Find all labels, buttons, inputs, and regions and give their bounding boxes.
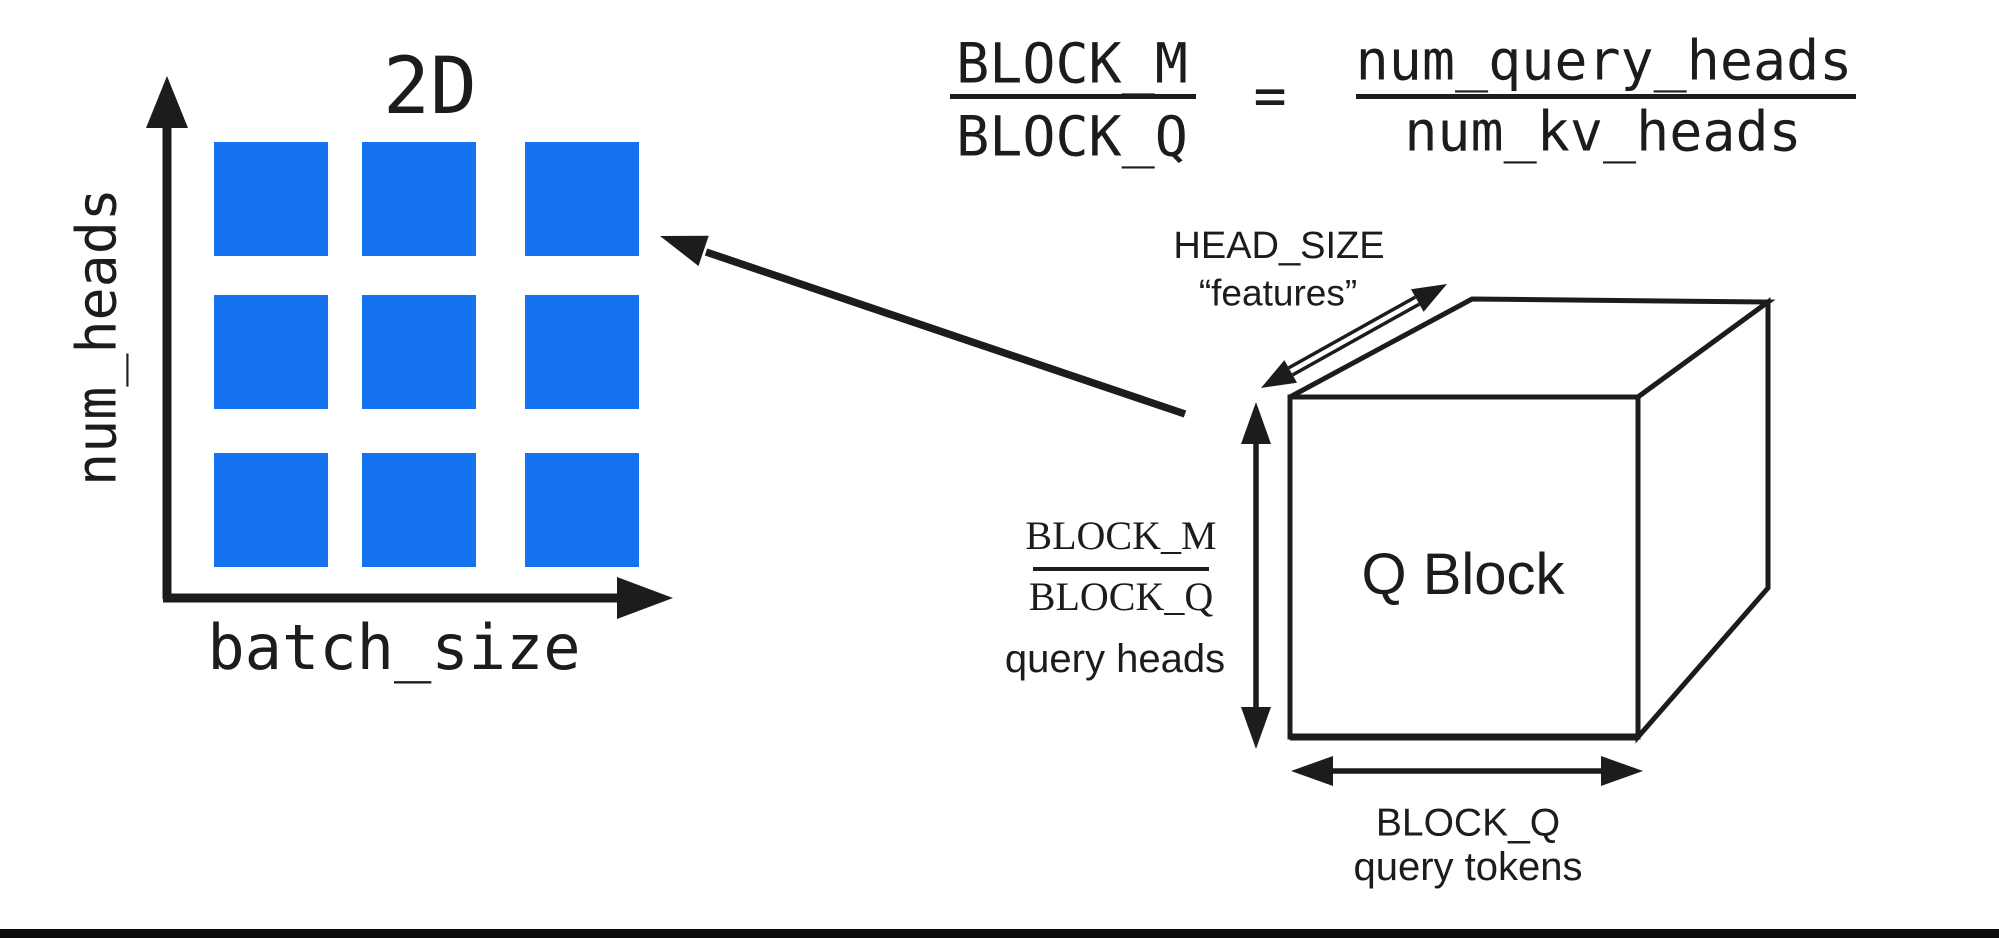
connector-arrowhead xyxy=(660,235,709,266)
features-label: “features” xyxy=(1198,272,1358,314)
grid-square xyxy=(525,295,639,409)
eq-rhs-numerator: num_query_heads xyxy=(1355,28,1853,93)
side-fraction-numerator: BLOCK_M xyxy=(1025,513,1217,558)
grid-square xyxy=(214,453,328,567)
y-axis-label: num_heads xyxy=(64,187,129,487)
title-2d: 2D xyxy=(383,42,477,132)
side-fraction-denominator: BLOCK_Q xyxy=(1028,574,1214,619)
x-axis-label: batch_size xyxy=(207,611,581,684)
height-arrow xyxy=(1241,402,1271,749)
eq-rhs-fraction-bar xyxy=(1356,94,1856,99)
grid-square xyxy=(362,453,476,567)
y-axis xyxy=(146,76,188,599)
query-tokens-label: query tokens xyxy=(1353,845,1583,889)
head-size-label: HEAD_SIZE xyxy=(1173,225,1385,267)
side-fraction-bar xyxy=(1033,567,1209,571)
grid-square xyxy=(214,142,328,256)
connector-arrow xyxy=(660,235,1187,418)
x-axis-arrowhead xyxy=(617,577,673,619)
y-axis-arrowhead xyxy=(146,76,188,128)
grid-square xyxy=(362,142,476,256)
grid-square xyxy=(525,142,639,256)
grid-square xyxy=(525,453,639,567)
head-size-arrow xyxy=(1261,284,1447,388)
q-block-cube xyxy=(1287,296,1776,744)
eq-rhs-denominator: num_kv_heads xyxy=(1404,99,1802,164)
eq-equals-sign: = xyxy=(1253,63,1287,128)
grid-square xyxy=(362,295,476,409)
query-heads-label: query heads xyxy=(1004,637,1226,681)
grid-square xyxy=(214,295,328,409)
q-block-label: Q Block xyxy=(1361,542,1565,607)
eq-lhs-numerator: BLOCK_M xyxy=(956,31,1188,96)
width-arrow xyxy=(1291,756,1643,786)
block-q-width-label: BLOCK_Q xyxy=(1375,801,1561,845)
eq-lhs-denominator: BLOCK_Q xyxy=(956,104,1188,169)
bottom-bar xyxy=(0,929,1999,938)
eq-lhs-fraction-bar xyxy=(950,94,1196,99)
x-axis xyxy=(163,577,673,619)
